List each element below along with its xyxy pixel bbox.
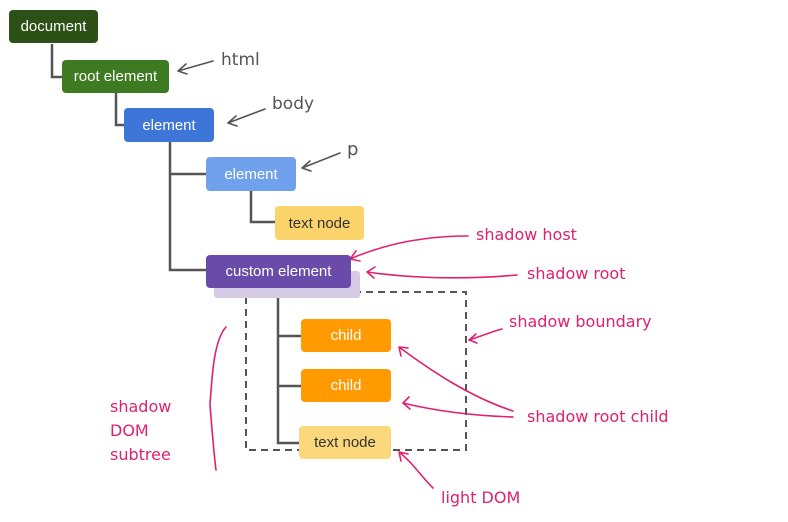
annotation-shadow-host: shadow host [476, 225, 577, 244]
connector-root-body [114, 92, 126, 127]
arrow-shadow-root-child-2 [402, 396, 514, 418]
arrow-p [301, 152, 341, 172]
root-element-node: root element [62, 60, 169, 93]
arrow-shadow-root-child-1 [398, 346, 514, 412]
annotation-shadow-root-child: shadow root child [527, 407, 669, 426]
arrow-shadow-boundary [468, 328, 503, 344]
annotation-shadow-root: shadow root [527, 264, 626, 283]
connector-document-root [50, 44, 62, 79]
text-node: text node [275, 206, 364, 240]
light-dom-text-node: text node [299, 426, 391, 459]
custom-element-node: custom element [206, 255, 351, 288]
arrow-light-dom [398, 451, 434, 489]
annotation-shadow-boundary: shadow boundary [509, 312, 652, 331]
annotation-html: html [221, 50, 260, 70]
arrow-html [177, 60, 214, 75]
arrow-shadow-host [349, 235, 469, 262]
annotation-light-dom: light DOM [441, 488, 521, 507]
annotation-shadow-dom-subtree-line-3: subtree [110, 445, 171, 464]
p-element-node: element [206, 157, 296, 191]
annotation-shadow-dom-subtree-line-2: DOM [110, 421, 149, 440]
annotation-body: body [272, 94, 315, 114]
connector-body-children [168, 141, 207, 272]
shadow-dom-brace [209, 326, 227, 471]
annotation-p: p [347, 139, 359, 160]
body-element-node: element [124, 108, 214, 142]
child-node-1: child [301, 319, 391, 352]
annotation-shadow-dom-subtree-line-1: shadow [110, 397, 172, 416]
arrow-shadow-root [366, 266, 518, 279]
arrow-body [227, 108, 266, 127]
child-node-2: child [301, 369, 391, 402]
document-node: document [9, 10, 98, 43]
connector-shadow-children [276, 298, 302, 445]
connector-p-text [249, 190, 276, 224]
